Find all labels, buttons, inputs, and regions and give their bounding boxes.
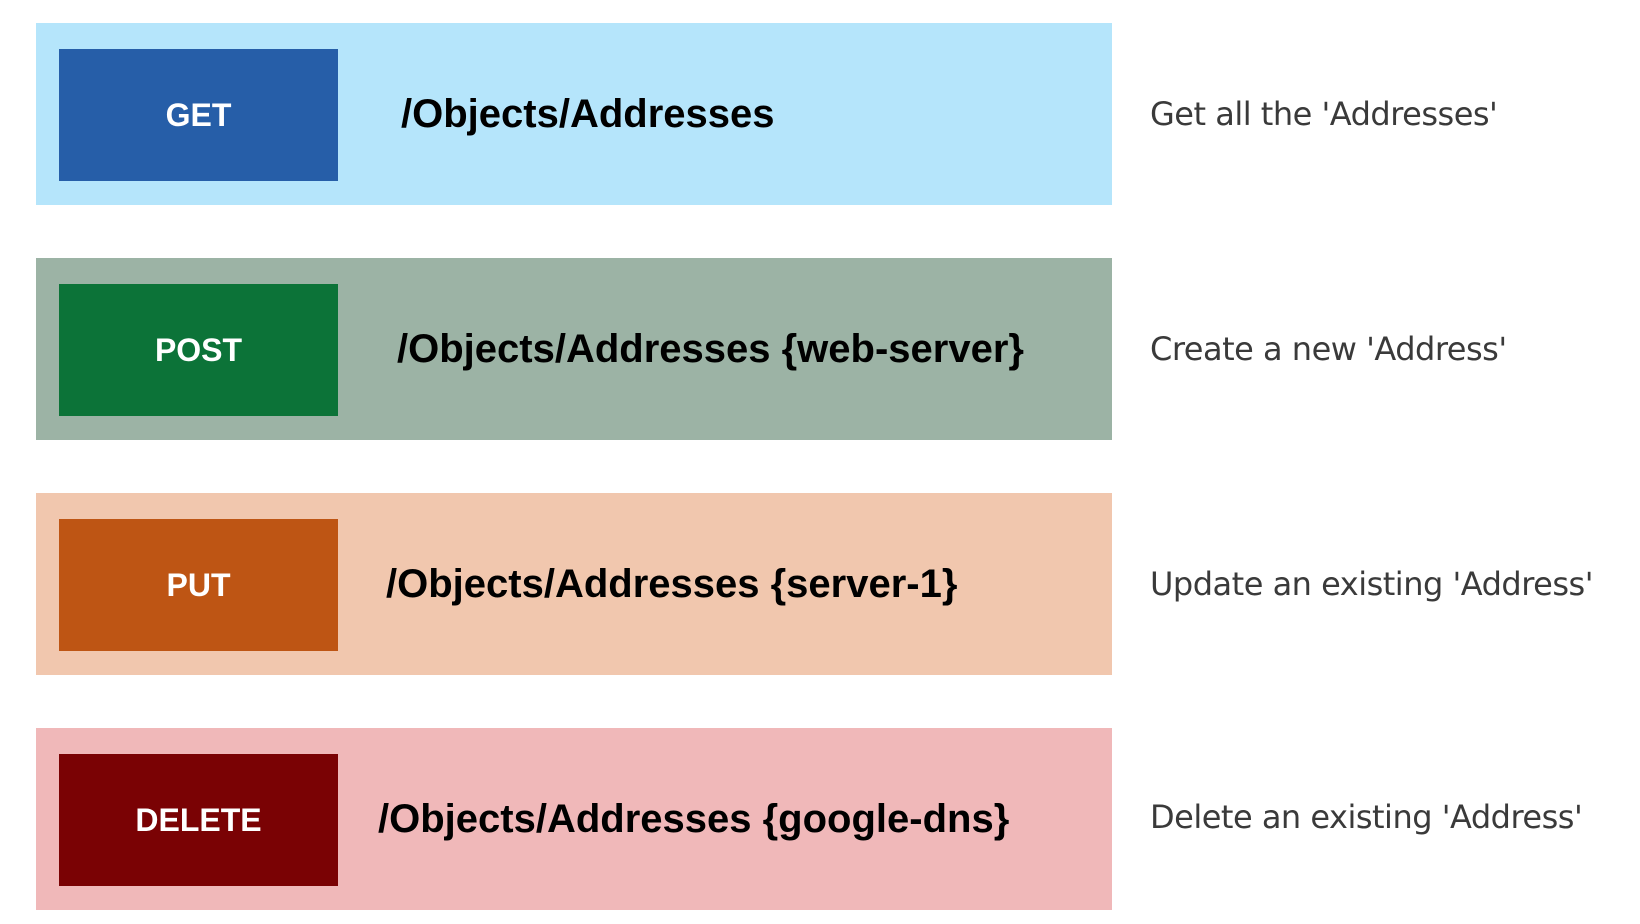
endpoint-path-post: /Objects/Addresses {web-server} xyxy=(397,326,1024,371)
endpoint-row-delete: DELETE /Objects/Addresses {google-dns} xyxy=(36,728,1112,910)
endpoint-path-put: /Objects/Addresses {server-1} xyxy=(386,561,958,606)
method-badge-get: GET xyxy=(59,49,338,181)
endpoint-description-delete: Delete an existing 'Address' xyxy=(1150,798,1583,836)
endpoint-description-put: Update an existing 'Address' xyxy=(1150,565,1593,603)
endpoint-description-post: Create a new 'Address' xyxy=(1150,330,1507,368)
endpoint-description-get: Get all the 'Addresses' xyxy=(1150,95,1498,133)
endpoint-row-get: GET /Objects/Addresses xyxy=(36,23,1112,205)
endpoint-path-get: /Objects/Addresses xyxy=(401,91,775,136)
endpoint-row-post: POST /Objects/Addresses {web-server} xyxy=(36,258,1112,440)
endpoint-path-delete: /Objects/Addresses {google-dns} xyxy=(378,796,1010,841)
method-badge-post: POST xyxy=(59,284,338,416)
endpoint-row-put: PUT /Objects/Addresses {server-1} xyxy=(36,493,1112,675)
method-badge-delete: DELETE xyxy=(59,754,338,886)
method-badge-put: PUT xyxy=(59,519,338,651)
